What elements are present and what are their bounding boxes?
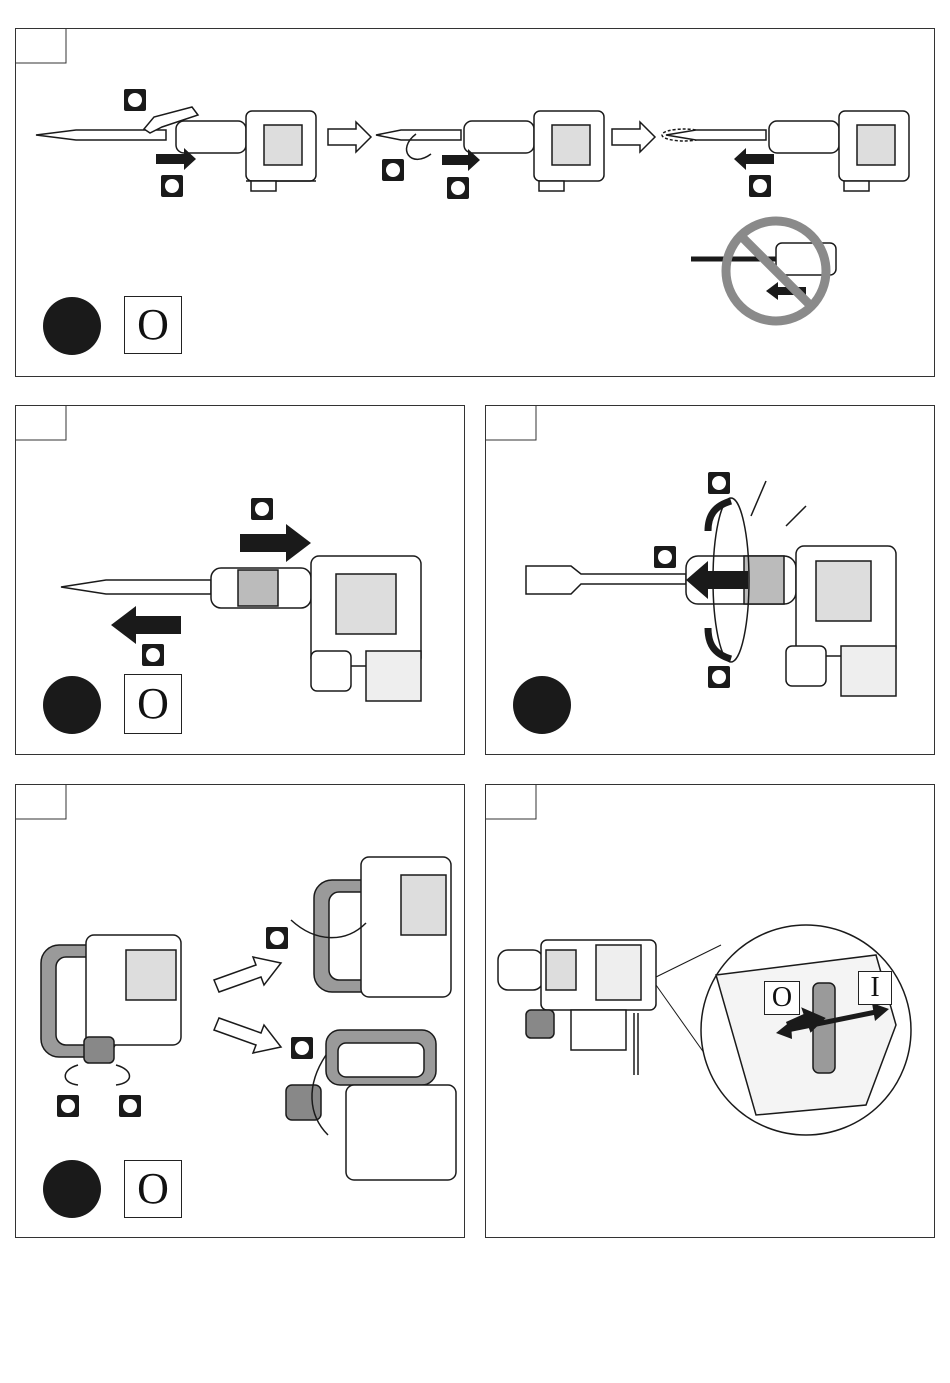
arrow-icon — [734, 148, 774, 170]
step-marker-icon — [57, 1095, 79, 1117]
switch-off-box: O — [764, 981, 800, 1015]
step-marker-icon — [382, 159, 404, 181]
unplug-icon — [43, 676, 101, 734]
hammer-drawing-6 — [41, 935, 181, 1063]
panel-switch-operation: O I — [485, 784, 935, 1238]
unplug-icon — [43, 297, 101, 355]
switch-on-box: I — [858, 971, 892, 1005]
switch-off-box: O — [124, 674, 182, 734]
step-marker-icon — [749, 175, 771, 197]
step-marker-icon — [251, 498, 273, 520]
hammer-drawing-7 — [314, 857, 451, 997]
arrow-icon — [328, 122, 371, 152]
arrow-icon — [65, 1065, 78, 1085]
step-marker-icon — [291, 1037, 313, 1059]
step-marker-icon — [708, 666, 730, 688]
arrow-icon — [214, 957, 281, 992]
arrow-icon — [116, 1065, 130, 1085]
hammer-drawing-9 — [498, 940, 656, 1075]
arrow-icon — [612, 122, 655, 152]
step-marker-icon — [142, 644, 164, 666]
arrow-icon — [111, 606, 181, 644]
panel-bit-insertion: O — [15, 28, 935, 377]
step-marker-icon — [654, 546, 676, 568]
arrow-icon — [240, 524, 311, 562]
switch-off-box: O — [124, 296, 182, 354]
step-marker-icon — [266, 927, 288, 949]
hammer-drawing-4 — [61, 556, 421, 701]
prohibited-icon — [691, 221, 836, 321]
panel-bit-release — [485, 405, 935, 755]
hammer-drawing-2 — [376, 111, 604, 191]
switch-off-box: O — [124, 1160, 182, 1218]
panel-bit-removal-check: O — [15, 405, 465, 755]
magnified-switch-detail — [701, 925, 911, 1135]
step-marker-icon — [119, 1095, 141, 1117]
arrow-icon — [214, 1018, 281, 1053]
step-marker-icon — [447, 177, 469, 199]
panel-side-handle: O — [15, 784, 465, 1238]
step-marker-icon — [161, 175, 183, 197]
unplug-icon — [513, 676, 571, 734]
unplug-icon — [43, 1160, 101, 1218]
hammer-drawing-3 — [662, 111, 909, 191]
step-marker-icon — [708, 472, 730, 494]
step-marker-icon — [124, 89, 146, 111]
panel-5-illustration — [486, 785, 936, 1239]
